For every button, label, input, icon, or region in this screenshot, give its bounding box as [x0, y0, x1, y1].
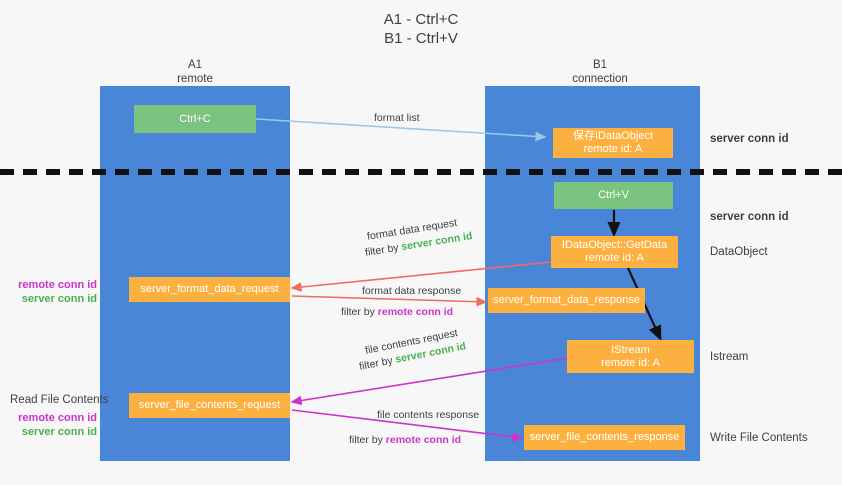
node-save-idataobject[interactable]: 保存IDataObject remote id: A [553, 128, 673, 158]
filter-prefix: filter by [364, 241, 403, 259]
filter-prefix: filter by [358, 353, 397, 373]
label-read-file-contents: Read File Contents [10, 394, 109, 406]
node-ctrl-c[interactable]: Ctrl+C [134, 105, 256, 133]
column-header-a1-name: A1 [187, 59, 203, 71]
node-server-file-contents-response[interactable]: server_file_contents_response [524, 425, 685, 450]
column-header-a1: A1 remote [140, 59, 250, 86]
label-group-conn-ids-top: remote conn id server conn id [0, 278, 97, 306]
label-server-conn-id-second: server conn id [710, 211, 789, 223]
node-idataobject-getdata[interactable]: IDataObject::GetData remote id: A [551, 236, 678, 268]
node-server-format-data-response[interactable]: server_format_data_response [488, 288, 645, 313]
filter-id-remote-conn-id: remote conn id [385, 434, 462, 446]
edge-label-format-data-response-filter: filter by remote conn id [341, 305, 453, 319]
column-header-b1-role: connection [572, 72, 628, 85]
node-istream[interactable]: IStream remote id: A [567, 340, 694, 373]
node-server-file-contents-request[interactable]: server_file_contents_request [129, 393, 290, 418]
label-remote-conn-id-2: remote conn id [18, 412, 97, 424]
label-remote-conn-id-1: remote conn id [18, 279, 97, 291]
edge-label-format-list: format list [374, 112, 420, 124]
page-title: A1 - Ctrl+C B1 - Ctrl+V [383, 11, 459, 47]
label-istream: Istream [710, 351, 749, 363]
column-header-a1-role: remote [177, 72, 213, 85]
filter-prefix: filter by [349, 434, 386, 446]
label-server-conn-id-1: server conn id [21, 293, 97, 305]
edge-label-file-contents-response-filter: filter by remote conn id [349, 433, 461, 447]
filter-id-remote-conn-id: remote conn id [377, 306, 454, 318]
edge-label-file-contents-response: file contents response [377, 409, 480, 421]
edge-label-format-data-response: format data response [362, 285, 462, 297]
column-header-b1-name: B1 [592, 59, 608, 71]
filter-prefix: filter by [341, 306, 378, 318]
label-server-conn-id-2: server conn id [21, 426, 97, 438]
label-server-conn-id-top: server conn id [710, 133, 789, 145]
label-write-file-contents: Write File Contents [710, 432, 808, 444]
column-header-b1: B1 connection [545, 59, 655, 86]
label-group-conn-ids-bottom: remote conn id server conn id [0, 411, 97, 439]
node-server-format-data-request[interactable]: server_format_data_request [129, 277, 290, 302]
node-ctrl-v[interactable]: Ctrl+V [554, 182, 673, 209]
label-data-object: DataObject [710, 246, 768, 258]
